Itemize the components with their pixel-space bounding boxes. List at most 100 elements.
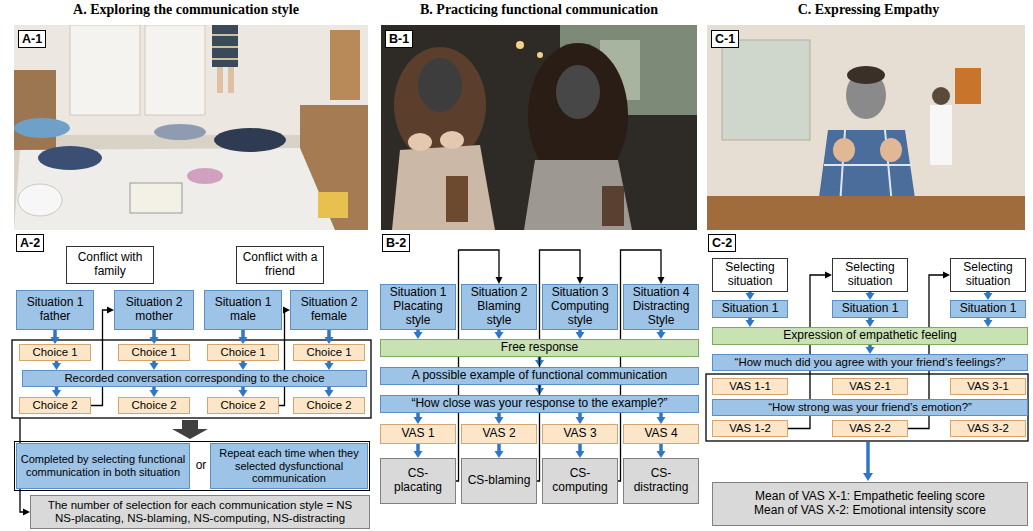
text-group: Choice 1 (23, 346, 87, 359)
node-text: Choice 2 (211, 399, 275, 412)
node-text: Situation 2 female (294, 296, 364, 324)
connector (325, 330, 334, 344)
text-group: The number of selection for each communi… (34, 499, 366, 525)
node-text: Mean of VAS X-2: Emotional intensity sco… (716, 504, 1024, 518)
choice-box: VAS 1-1 (712, 378, 788, 395)
node-text: VAS 2-2 (836, 422, 904, 435)
node-text: Recorded conversation corresponding to t… (26, 372, 363, 385)
photo-shelf (330, 30, 360, 100)
photo-shirt (818, 130, 916, 205)
text-group: VAS 4 (627, 427, 695, 441)
text-group: Choice 1 (122, 346, 186, 359)
text-group: Choice 2 (211, 399, 275, 412)
arrow-head (577, 277, 584, 284)
node-text: Situation 1 (836, 302, 904, 316)
node-text: “How much did you agree with your friend… (716, 356, 1024, 369)
arrow-head (150, 337, 159, 344)
text-group: Choice 1 (297, 346, 361, 359)
node-text: A possible example of functional communi… (384, 369, 695, 383)
connector-line (659, 444, 663, 452)
node-text: Conflict with family (70, 251, 150, 279)
process-box: “How close was your response to the exam… (380, 395, 699, 413)
photo-door (145, 25, 205, 115)
block-arrow (866, 442, 870, 474)
text-group: Mean of VAS X-1: Empathetic feeling scor… (716, 490, 1024, 518)
photo-face (556, 65, 600, 119)
text-group: Choice 2 (23, 399, 87, 412)
arrow-head (866, 347, 875, 354)
result-box: CS-blaming (461, 458, 537, 504)
node-text: Choice 2 (122, 399, 186, 412)
arrow-head (866, 293, 875, 300)
process-box: Situation 4 Distracting Style (623, 284, 699, 330)
panel-heading: B. Practicing functional communication (376, 2, 702, 18)
text-group: VAS 3-2 (954, 422, 1022, 435)
process-box: Situation 2 female (290, 290, 368, 330)
text-group: Selecting situation (954, 261, 1022, 289)
photo-fist (833, 138, 855, 162)
node-text: VAS 3-2 (954, 422, 1022, 435)
connector (657, 330, 666, 339)
photo-ground (14, 25, 368, 230)
photo-cup (446, 176, 468, 222)
connector (239, 387, 248, 397)
text-group: Situation 1 (954, 302, 1022, 316)
arrow-head (495, 417, 504, 424)
connector (984, 292, 993, 300)
panel-heading: C. Expressing Empathy (704, 2, 1033, 18)
photo-face (418, 58, 462, 112)
process-box: Completed by selecting functional commun… (16, 443, 190, 489)
node-text: Situation 1 male (208, 296, 278, 324)
arrow-head (657, 332, 666, 339)
note-box: Selecting situation (712, 258, 788, 292)
text-group: Expression of empathetic feeling (716, 329, 1024, 343)
connector (495, 444, 504, 458)
photo-door (70, 25, 140, 115)
text-group: Situation 1 Placating style (384, 286, 452, 327)
text-group: Conflict with a friend (240, 251, 320, 279)
response-band: Free response (380, 339, 699, 357)
choice-box: VAS 3-2 (950, 420, 1026, 437)
group-frame (706, 374, 1028, 441)
cafe-photo (381, 25, 697, 230)
text-group: Situation 1 male (208, 296, 278, 324)
panel-tag: C-1 (711, 30, 739, 48)
text-group: CS-placating (384, 467, 452, 495)
text-group: CS-distracting (627, 467, 695, 495)
photo-toy (187, 168, 223, 184)
text-group: VAS 1-2 (716, 422, 784, 435)
connector (746, 318, 755, 327)
node-text: CS-placating (384, 467, 452, 495)
node-text: Choice 1 (122, 346, 186, 359)
note-box: Conflict with a friend (236, 246, 324, 284)
node-text: Repeat each time when they selected dysf… (214, 447, 364, 485)
node-text: Choice 2 (297, 399, 361, 412)
node-text: “How strong was your friend’s emotion?” (716, 401, 1024, 414)
connector (746, 292, 755, 300)
choice-box: Choice 2 (207, 397, 279, 414)
connector (866, 345, 875, 354)
text-group: CS-computing (546, 467, 614, 495)
connector-line (53, 330, 57, 338)
photo-hand (408, 133, 432, 151)
photo-body (524, 160, 632, 230)
node-text: CS-blaming (465, 474, 533, 488)
arrow-head (825, 272, 832, 279)
photo-stripe (212, 34, 238, 36)
connector (325, 361, 334, 370)
text-group: Situation 2 female (294, 296, 364, 324)
block-arrow (172, 420, 208, 439)
node-text: VAS 3 (546, 427, 614, 441)
connector-line (241, 330, 245, 338)
text-group: “How close was your response to the exam… (384, 397, 695, 411)
choice-box: VAS 3 (542, 424, 618, 444)
result-box: CS-distracting (623, 458, 699, 504)
node-text: Situation 1 father (20, 296, 90, 324)
arrow-head (495, 332, 504, 339)
frame-text: or (196, 459, 207, 473)
choice-box: VAS 1-2 (712, 420, 788, 437)
text-group: Situation 2 Blaming style (465, 286, 533, 327)
connector (325, 387, 334, 397)
node-text: Expression of empathetic feeling (716, 329, 1024, 343)
panel-tag: B-2 (382, 234, 410, 252)
